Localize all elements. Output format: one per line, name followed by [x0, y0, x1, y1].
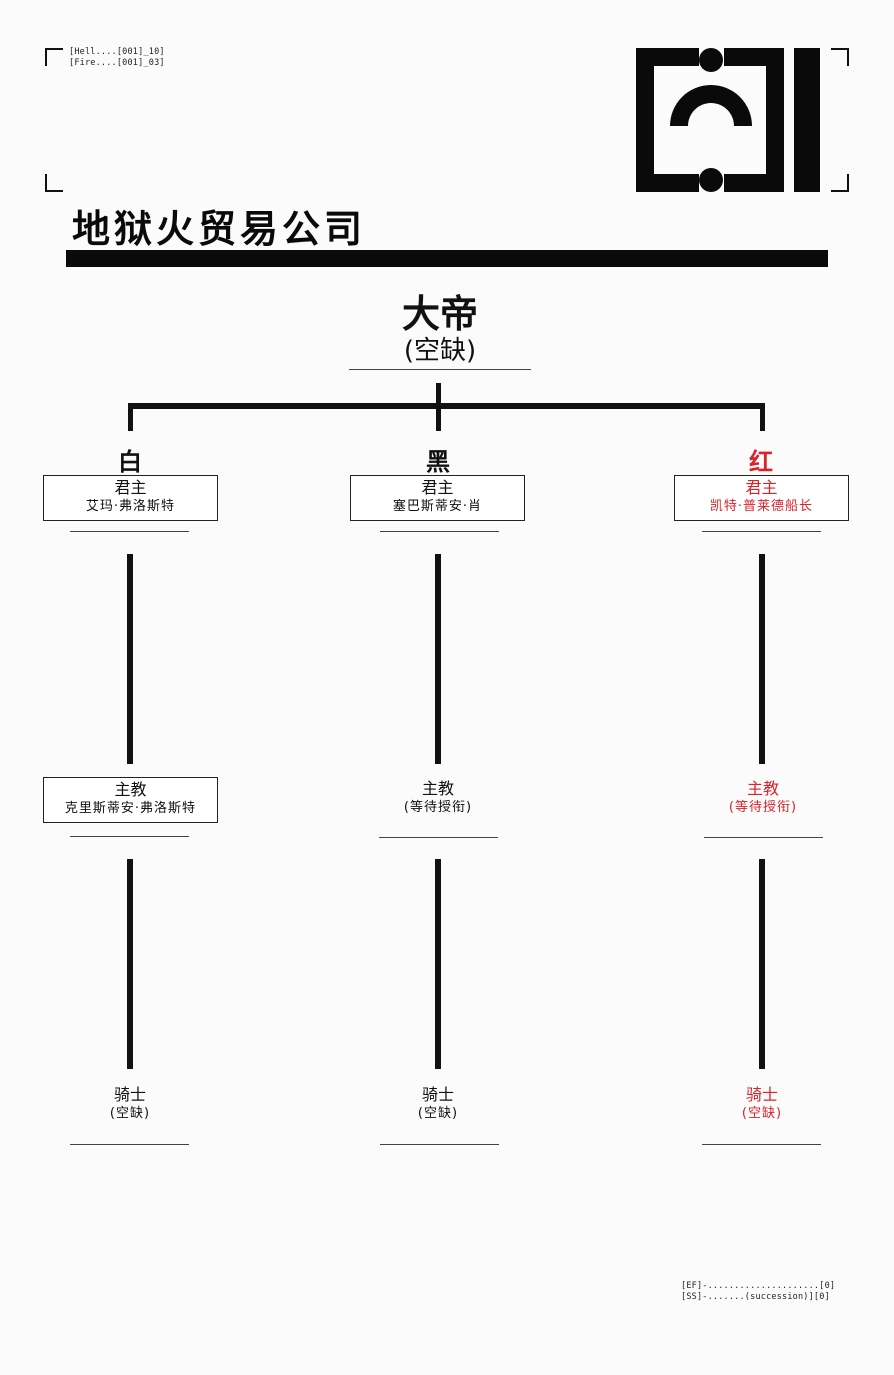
- king-role: 君主: [421, 478, 454, 497]
- bishop-underline: [70, 836, 189, 837]
- logo-top-dot: [699, 48, 723, 72]
- knight-underline: [702, 1144, 821, 1145]
- header-codes: [Hell....[001]_10] [Fire....[001]_03]: [69, 47, 165, 69]
- corner-bracket-bottom-left: [45, 174, 63, 192]
- hellfire-logo: [636, 48, 820, 192]
- logo-right-bracket: [724, 48, 784, 192]
- bishop-name: (等待授衔): [728, 800, 798, 815]
- knight-role: 骑士: [745, 1085, 778, 1104]
- bishop-name: (等待授衔): [403, 800, 473, 815]
- column-heading-red: 红: [749, 448, 773, 476]
- knight-node-white: 骑士 (空缺): [43, 1085, 217, 1123]
- knight-name: (空缺): [417, 1106, 459, 1121]
- king-name: 塞巴斯蒂安·肖: [392, 499, 483, 514]
- logo-left-bracket: [636, 48, 699, 192]
- bishop-role: 主教: [746, 779, 779, 798]
- bishop-role: 主教: [114, 780, 147, 799]
- knight-underline: [380, 1144, 499, 1145]
- corner-bracket-top-right: [831, 48, 849, 66]
- bishop-underline: [379, 837, 498, 838]
- corner-bracket-bottom-right: [831, 174, 849, 192]
- logo-bar: [794, 48, 820, 192]
- knight-role: 骑士: [421, 1085, 454, 1104]
- king-box-white: 君主 艾玛·弗洛斯特: [43, 475, 218, 521]
- king-role: 君主: [745, 478, 778, 497]
- footer-code-line: [SS]-.......(succession)][0]: [681, 1292, 830, 1302]
- king-box-red: 君主 凯特·普莱德船长: [674, 475, 849, 521]
- bishop-node-red: 主教 (等待授衔): [676, 779, 850, 817]
- connector-red-bishop-knight: [759, 859, 765, 1069]
- connector-black-king-bishop: [435, 554, 441, 764]
- knight-name: (空缺): [741, 1106, 783, 1121]
- footer-code-line: [EF]-.....................[0]: [681, 1281, 836, 1291]
- connector-horizontal: [128, 403, 765, 409]
- bishop-underline: [704, 837, 823, 838]
- logo-bottom-dot: [699, 168, 723, 192]
- king-underline: [70, 531, 189, 532]
- king-box-black: 君主 塞巴斯蒂安·肖: [350, 475, 525, 521]
- header-code-line: [Hell....[001]_10]: [69, 47, 165, 57]
- connector-white-king-bishop: [127, 554, 133, 764]
- column-heading-white: 白: [118, 448, 142, 476]
- connector-left-drop: [128, 403, 133, 431]
- bishop-role: 主教: [421, 779, 454, 798]
- knight-name: (空缺): [109, 1106, 151, 1121]
- king-name: 艾玛·弗洛斯特: [85, 499, 176, 514]
- emperor-node: 大帝 (空缺): [349, 292, 531, 366]
- knight-node-red: 骑士 (空缺): [675, 1085, 849, 1123]
- emperor-status: (空缺): [403, 336, 477, 366]
- emperor-title: 大帝: [401, 292, 478, 336]
- king-underline: [380, 531, 499, 532]
- header-code-line: [Fire....[001]_03]: [69, 58, 165, 68]
- logo-arch: [670, 85, 752, 126]
- footer-codes: [EF]-.....................[0] [SS]-.....…: [681, 1281, 835, 1303]
- bishop-box-white: 主教 克里斯蒂安·弗洛斯特: [43, 777, 218, 823]
- king-underline: [702, 531, 821, 532]
- knight-node-black: 骑士 (空缺): [351, 1085, 525, 1123]
- connector-white-bishop-knight: [127, 859, 133, 1069]
- bishop-node-black: 主教 (等待授衔): [351, 779, 525, 817]
- king-name: 凯特·普莱德船长: [709, 499, 814, 514]
- bishop-name: 克里斯蒂安·弗洛斯特: [64, 801, 197, 816]
- connector-red-king-bishop: [759, 554, 765, 764]
- knight-underline: [70, 1144, 189, 1145]
- connector-black-bishop-knight: [435, 859, 441, 1069]
- title-bar: [66, 250, 828, 267]
- column-heading-black: 黑: [426, 448, 450, 476]
- company-title: 地狱火贸易公司: [72, 207, 367, 251]
- emperor-underline: [349, 369, 531, 370]
- connector-right-drop: [760, 403, 765, 431]
- knight-role: 骑士: [113, 1085, 146, 1104]
- corner-bracket-top-left: [45, 48, 63, 66]
- king-role: 君主: [114, 478, 147, 497]
